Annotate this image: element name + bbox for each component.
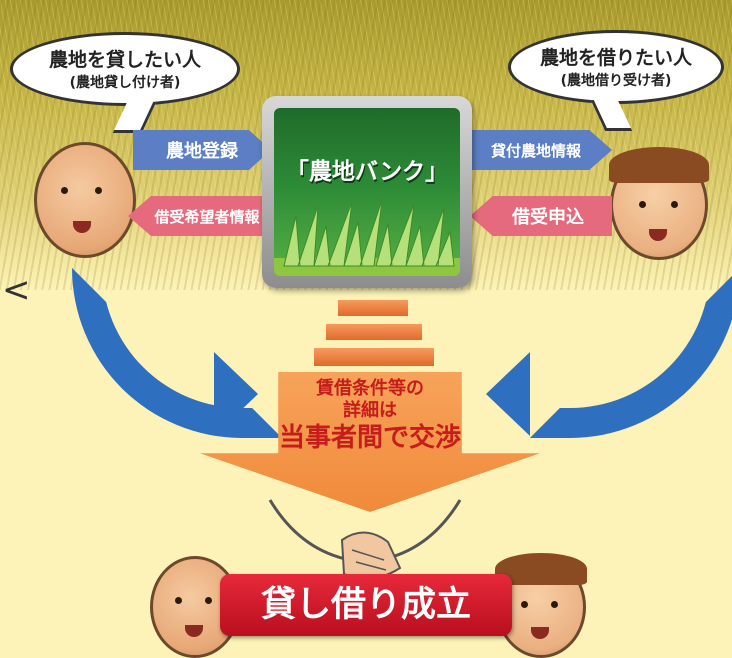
eye (551, 601, 558, 608)
negotiation-line-1: 賃借条件等の (316, 378, 424, 399)
borrower-face-avatar (609, 147, 709, 260)
eye (671, 201, 678, 208)
eye (175, 597, 182, 604)
farmland-bank-box: 「農地バンク」 (262, 96, 472, 288)
side-mark: < (2, 270, 31, 310)
lender-face-avatar (34, 142, 136, 258)
lease-land-info-label: 貸付農地情報 (490, 141, 581, 160)
eye (205, 597, 212, 604)
applicant-info-arrow: 借受希望者情報 (128, 196, 272, 236)
farmland-bank-title: 「農地バンク」 (285, 159, 449, 185)
eye (95, 187, 102, 194)
step-bar (338, 300, 408, 316)
land-registration-label: 農地登録 (166, 141, 238, 162)
borrower-title: 農地を借りたい人 (539, 47, 692, 69)
grass-icon (274, 199, 460, 276)
borrower-curved-arrow (530, 268, 732, 438)
mouth (531, 627, 549, 639)
mouth (185, 625, 203, 637)
step-bar (326, 324, 422, 340)
lease-application-label: 借受申込 (512, 207, 584, 228)
mouth (73, 221, 91, 233)
applicant-info-label: 借受希望者情報 (154, 207, 260, 226)
negotiation-line-2: 詳細は (343, 400, 397, 421)
lender-curved-arrow-head (214, 352, 258, 436)
borrower-speech-bubble: 農地を借りたい人 (農地借り受け者) (508, 30, 724, 104)
lease-land-info-arrow: 貸付農地情報 (470, 130, 612, 170)
farmland-bank-panel: 「農地バンク」 (274, 108, 460, 276)
borrower-subtitle: (農地借り受け者) (560, 73, 672, 89)
eye (521, 601, 528, 608)
lender-speech-bubble: 農地を貸したい人 (農地貸し付け者) (10, 32, 240, 106)
mouth (649, 229, 667, 241)
hair (609, 147, 709, 183)
eye (639, 201, 646, 208)
deal-concluded-label: 貸し借り成立 (260, 585, 471, 625)
deal-concluded-banner: 貸し借り成立 (220, 574, 512, 636)
lender-title: 農地を貸したい人 (48, 49, 201, 71)
borrower-curved-arrow-head (486, 352, 530, 436)
negotiation-line-3: 当事者間で交渉 (278, 423, 461, 453)
negotiation-text: 賃借条件等の 詳細は 当事者間で交渉 (260, 378, 480, 454)
lease-application-arrow: 借受申込 (470, 196, 612, 236)
lender-subtitle: (農地貸し付け者) (69, 75, 181, 91)
eye (61, 187, 68, 194)
land-registration-arrow: 農地登録 (133, 130, 271, 170)
step-bar (314, 348, 434, 366)
